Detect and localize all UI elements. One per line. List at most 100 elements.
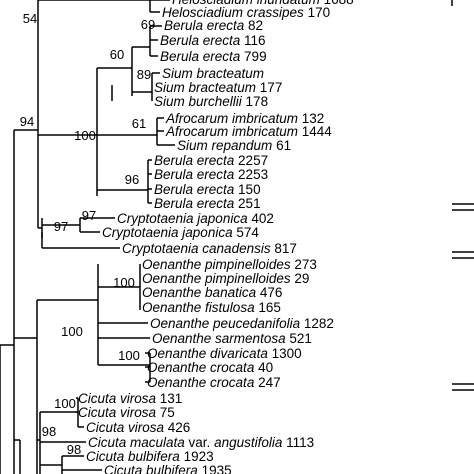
taxon-species: Sium repandum — [177, 138, 272, 153]
taxon-voucher: 132 — [298, 111, 324, 126]
support-value-b98a: 98 — [42, 424, 56, 439]
taxon-label-t3: Berula erecta 116 — [160, 33, 266, 48]
taxon-label-t6: Sium bracteatum 177 — [154, 80, 282, 95]
taxon-label-t31: Cicuta bulbifera 1923 — [86, 449, 214, 464]
taxon-label-t29: Cicuta virosa 426 — [86, 420, 190, 435]
taxon-label-t8: Afrocarum imbricatum 132 — [165, 111, 324, 126]
taxon-label-t14: Berula erecta 251 — [154, 196, 261, 211]
taxon-voucher: 1444 — [298, 124, 332, 139]
taxon-voucher: 1923 — [180, 449, 214, 464]
taxon-label-t1: Helosciadium crassipes 170 — [162, 5, 330, 20]
taxon-label-t7: Sium burchellii 178 — [154, 94, 268, 109]
taxon-species: Berula erecta — [154, 182, 235, 197]
taxon-voucher: 273 — [291, 257, 317, 272]
support-value-b89: 89 — [137, 67, 151, 82]
taxon-species: Oenanthe crocata — [147, 360, 255, 375]
taxon-voucher: 40 — [254, 360, 273, 375]
taxon-species: Oenanthe crocata — [147, 375, 255, 390]
support-value-b100c: 100 — [61, 324, 83, 339]
taxon-species: Helosciadium inundatum — [172, 0, 320, 7]
taxon-voucher: 165 — [255, 300, 281, 315]
taxon-voucher: 476 — [256, 285, 282, 300]
taxon-label-t10: Sium repandum 61 — [177, 138, 291, 153]
taxon-label-t11: Berula erecta 2257 — [154, 153, 268, 168]
taxon-label-t26: Oenanthe crocata 247 — [147, 375, 281, 390]
taxon-label-t13: Berula erecta 150 — [154, 182, 261, 197]
taxon-label-t0: Helosciadium inundatum 1688 — [172, 0, 354, 7]
taxon-label-t20: Oenanthe banatica 476 — [142, 285, 282, 300]
support-value-b98b: 98 — [67, 442, 81, 457]
taxon-voucher: 2253 — [234, 167, 268, 182]
taxon-species: Sium burchellii — [154, 94, 243, 109]
taxon-species: Berula erecta — [164, 18, 245, 33]
taxon-species: Afrocarum imbricatum — [165, 111, 298, 126]
taxon-species: Cicuta virosa — [78, 391, 157, 406]
taxon-voucher: 817 — [271, 241, 297, 256]
taxon-label-t21: Oenanthe fistulosa 165 — [142, 300, 281, 315]
taxon-label-t9: Afrocarum imbricatum 1444 — [165, 124, 332, 139]
taxon-voucher: 1282 — [300, 316, 334, 331]
support-value-b54: 54 — [23, 11, 37, 26]
taxon-species: Helosciadium crassipes — [162, 5, 304, 20]
taxon-voucher: 1300 — [268, 346, 302, 361]
taxon-voucher: 1113 — [282, 435, 314, 450]
taxon-species: Cryptotaenia canadensis — [122, 241, 271, 256]
taxon-species: Berula erecta — [154, 153, 235, 168]
taxon-species: Oenanthe sarmentosa — [152, 331, 286, 346]
taxon-species: Cryptotaenia japonica — [117, 211, 248, 226]
taxon-voucher: 521 — [286, 331, 312, 346]
taxon-voucher: 247 — [254, 375, 280, 390]
taxon-label-t5: Sium bracteatum — [162, 66, 264, 81]
support-value-b100d: 100 — [118, 348, 140, 363]
taxon-label-t32: Cicuta bulbifera 1935 — [104, 463, 232, 474]
taxon-species: Cicuta bulbifera — [104, 463, 198, 474]
taxon-voucher: 799 — [240, 49, 266, 64]
taxon-voucher: 131 — [156, 391, 182, 406]
taxon-species: Oenanthe banatica — [142, 285, 257, 300]
taxon-species: Berula erecta — [160, 49, 241, 64]
taxon-voucher: 75 — [156, 405, 175, 420]
taxon-species: Sium bracteatum — [154, 80, 256, 95]
taxon-label-t22: Oenanthe peucedanifolia 1282 — [150, 316, 334, 331]
taxon-label-t12: Berula erecta 2253 — [154, 167, 268, 182]
taxon-species: Berula erecta — [160, 33, 241, 48]
taxon-voucher: 61 — [272, 138, 291, 153]
taxon-species: Berula erecta — [154, 196, 235, 211]
support-value-b100e: 100 — [54, 396, 76, 411]
taxon-label-t17: Cryptotaenia canadensis 817 — [122, 241, 297, 256]
taxon-label-t19: Oenanthe pimpinelloides 29 — [142, 271, 309, 286]
support-value-b96: 96 — [125, 172, 139, 187]
taxon-voucher: 178 — [242, 94, 268, 109]
taxon-voucher: 82 — [244, 18, 263, 33]
taxon-voucher: 426 — [164, 420, 190, 435]
taxon-species: Cicuta virosa — [86, 420, 165, 435]
taxon-voucher: 2257 — [234, 153, 268, 168]
taxon-label-t18: Oenanthe pimpinelloides 273 — [142, 257, 317, 272]
support-value-b100b: 100 — [113, 275, 135, 290]
taxon-voucher: 251 — [234, 196, 260, 211]
taxon-species: Oenanthe peucedanifolia — [150, 316, 301, 331]
taxon-voucher: 177 — [256, 80, 282, 95]
taxon-voucher: 1935 — [198, 463, 232, 474]
taxon-species: Cicuta maculata — [88, 435, 185, 450]
taxon-label-t15: Cryptotaenia japonica 402 — [117, 211, 274, 226]
taxon-species: Afrocarum imbricatum — [165, 124, 298, 139]
taxon-species: Oenanthe divaricata — [147, 346, 268, 361]
taxon-label-t23: Oenanthe sarmentosa 521 — [152, 331, 312, 346]
support-value-b94: 94 — [20, 114, 34, 129]
taxon-voucher: 574 — [233, 225, 260, 240]
support-value-b60: 60 — [110, 47, 124, 62]
taxon-voucher: 402 — [248, 211, 274, 226]
taxon-voucher: 1688 — [320, 0, 354, 7]
taxon-species: Sium bracteatum — [162, 66, 264, 81]
support-value-b61: 61 — [132, 116, 146, 131]
taxon-label-t16: Cryptotaenia japonica 574 — [102, 225, 259, 240]
taxon-infraspecific: angustifolia — [214, 435, 283, 450]
taxon-species: Berula erecta — [154, 167, 235, 182]
support-value-b69: 69 — [141, 17, 155, 32]
support-value-b97b: 97 — [54, 219, 68, 234]
taxon-voucher: 29 — [291, 271, 310, 286]
taxon-species: Oenanthe pimpinelloides — [142, 257, 291, 272]
taxon-label-t25: Oenanthe crocata 40 — [147, 360, 273, 375]
taxon-species: Oenanthe fistulosa — [142, 300, 255, 315]
